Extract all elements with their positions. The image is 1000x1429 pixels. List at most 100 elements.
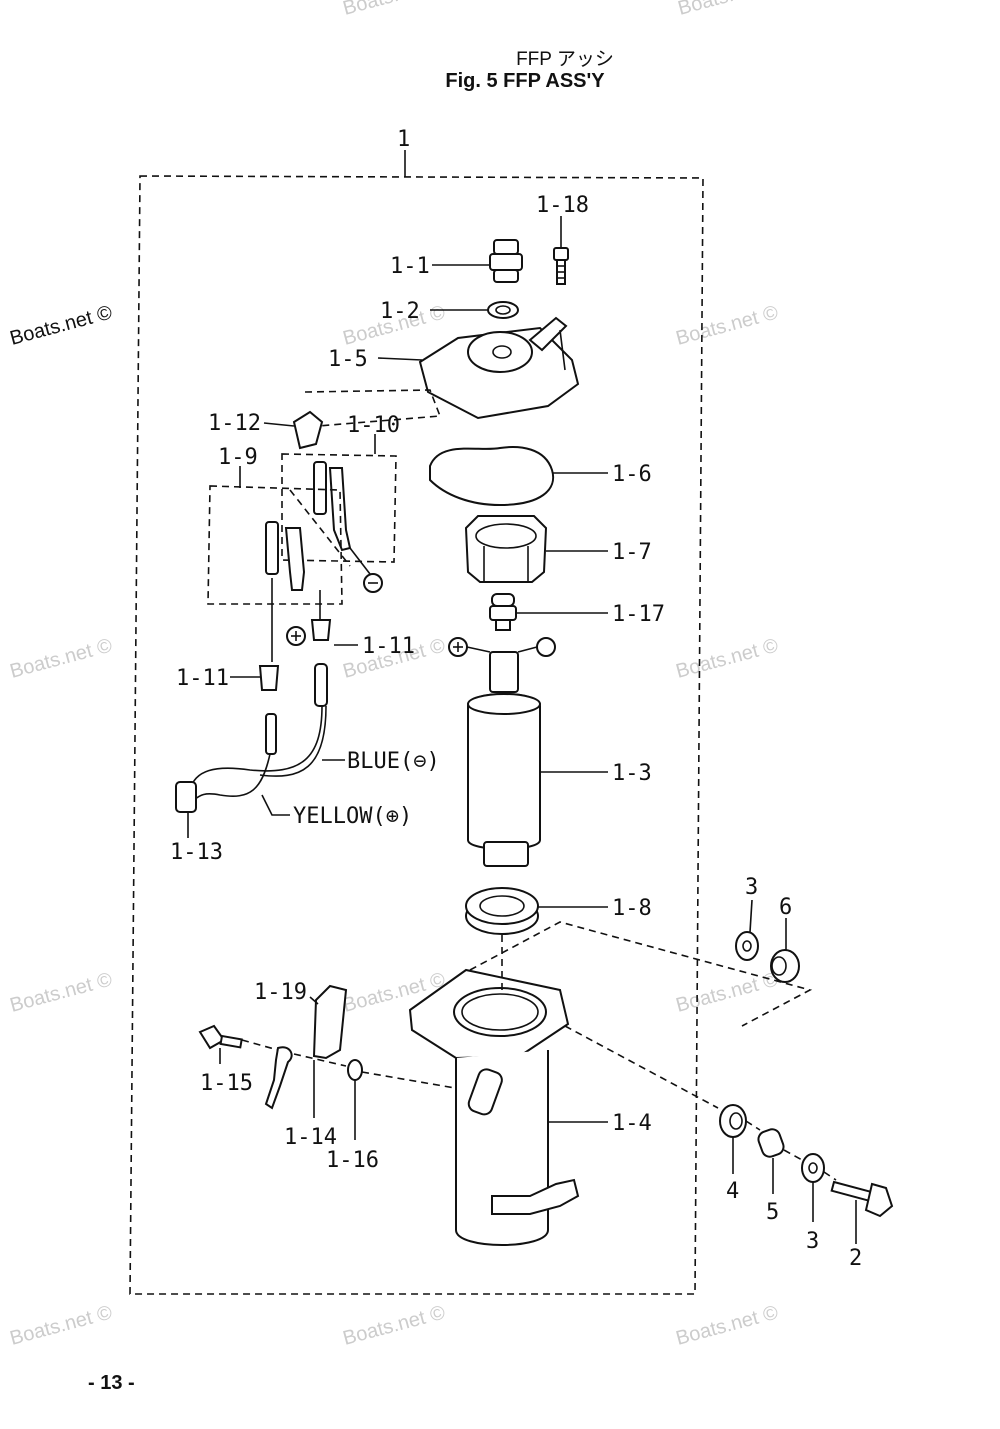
part-1-6-gasket xyxy=(429,446,555,507)
callout-1-10: 1-10 xyxy=(347,413,400,438)
callout-1-14: 1-14 xyxy=(284,1125,337,1150)
group-1-10-boundary xyxy=(281,453,397,563)
part-1-5-cover xyxy=(418,316,580,420)
watermark: Boats.net © xyxy=(341,1301,448,1349)
callout-1-13: 1-13 xyxy=(170,840,223,865)
group-1-9-boundary xyxy=(207,485,343,605)
connector-dash xyxy=(289,489,351,567)
watermarks: Boats.net © Boats.net © Boats.net © Boat… xyxy=(8,0,783,1350)
connector-dash xyxy=(293,1053,347,1067)
callout-1-12: 1-12 xyxy=(208,411,261,436)
part-1-1-fitting xyxy=(489,239,523,283)
watermark: Boats.net © xyxy=(341,0,448,20)
part-1-9-terminal xyxy=(265,521,306,591)
callout-5: 5 xyxy=(766,1200,779,1225)
callout-1-15: 1-15 xyxy=(200,1071,253,1096)
connector-dash xyxy=(361,1071,456,1089)
callout-1-5: 1-5 xyxy=(328,347,368,372)
part-1-12-cap xyxy=(292,410,324,450)
part-3-washer xyxy=(801,1153,825,1183)
callout-1-6: 1-6 xyxy=(612,462,652,487)
callout-1-11: 1-11 xyxy=(176,666,229,691)
wire-label-yellow: YELLOW(⊕) xyxy=(293,804,412,829)
callout-6: 6 xyxy=(779,895,792,920)
part-1-15-bolt xyxy=(198,1024,243,1050)
connector-dash xyxy=(241,1039,279,1051)
watermark: Boats.net © xyxy=(8,1301,115,1349)
page-number: - 13 - xyxy=(88,1372,135,1394)
callout-1-1: 1-1 xyxy=(390,254,430,279)
part-3-washer xyxy=(735,931,759,961)
assembly-boundary xyxy=(129,175,704,1295)
part-1-13-harness-plug xyxy=(175,781,197,813)
leader-line xyxy=(377,357,423,361)
callout-1-9: 1-9 xyxy=(218,445,258,470)
figure-title-japanese: FFP アッシ xyxy=(516,49,614,70)
part-1-7-nut xyxy=(464,515,548,583)
wire-label-blue: BLUE(⊖) xyxy=(347,749,440,774)
leader-line xyxy=(261,794,290,816)
callout-1-4: 1-4 xyxy=(612,1111,652,1136)
part-1-10-terminal xyxy=(313,461,352,552)
callout-4: 4 xyxy=(726,1179,739,1204)
part-2-bolt xyxy=(830,1180,894,1218)
part-1-2-washer xyxy=(487,301,519,319)
leader-line xyxy=(263,422,295,427)
watermark: Boats.net © xyxy=(674,1301,781,1349)
part-6-grommet xyxy=(770,949,800,983)
connector-dash xyxy=(783,1149,803,1161)
connector-dash xyxy=(745,1120,761,1131)
part-1-19-clip xyxy=(312,984,348,1060)
callout-1-18: 1-18 xyxy=(536,193,589,218)
leader-line xyxy=(517,646,538,653)
watermark: Boats.net © xyxy=(8,968,115,1016)
callout-1-7: 1-7 xyxy=(612,540,652,565)
blue-wire xyxy=(189,705,323,791)
watermark: Boats.net © xyxy=(674,968,781,1016)
callout-1-19: 1-19 xyxy=(254,980,307,1005)
connector-dash xyxy=(564,1025,719,1109)
watermark: Boats.net © xyxy=(8,301,115,349)
callout-1-2: 1-2 xyxy=(380,299,420,324)
connector-dash xyxy=(823,1171,837,1181)
leader-line xyxy=(466,646,491,653)
watermark: Boats.net © xyxy=(8,634,115,682)
part-1-16-washer xyxy=(347,1059,363,1081)
watermark: Boats.net © xyxy=(674,634,781,682)
minus-symbol xyxy=(536,637,556,657)
callout-2: 2 xyxy=(849,1246,862,1271)
washer-hole xyxy=(808,1162,818,1174)
part-1-3-fuel-pump xyxy=(467,651,541,867)
callout-1-3: 1-3 xyxy=(612,761,652,786)
leader-line xyxy=(749,899,753,933)
wire-connector xyxy=(265,713,277,755)
grommet-hole xyxy=(729,1112,743,1130)
connector-dash xyxy=(304,389,442,427)
leader-line xyxy=(309,996,319,1005)
washer-hole xyxy=(742,940,752,952)
part-1-18-screw xyxy=(553,247,569,285)
callout-1-8: 1-8 xyxy=(612,896,652,921)
connector-dash xyxy=(469,921,813,1027)
watermark: Boats.net © xyxy=(674,301,781,349)
yellow-wire xyxy=(193,753,271,801)
callout-1-16: 1-16 xyxy=(326,1148,379,1173)
watermark: Boats.net © xyxy=(676,0,783,20)
part-5-collar xyxy=(757,1128,785,1158)
grommet-hole xyxy=(771,956,787,976)
figure-title: Fig. 5 FFP ASS'Y xyxy=(445,70,605,92)
callout-3: 3 xyxy=(806,1229,819,1254)
part-1-17-fitting xyxy=(489,593,517,631)
terminal-lug xyxy=(264,1046,293,1110)
part-1-11-boot xyxy=(258,665,280,691)
blue-wire xyxy=(259,705,327,777)
wire-connector xyxy=(314,663,328,707)
washer-hole xyxy=(495,305,511,315)
part-1-4-filter-body xyxy=(408,968,580,1246)
part-1-8-seal xyxy=(465,887,539,935)
callout-1-11: 1-11 xyxy=(362,634,415,659)
part-1-11-boot xyxy=(310,619,332,641)
leader-line xyxy=(349,547,371,575)
callout-1: 1 xyxy=(397,127,410,152)
